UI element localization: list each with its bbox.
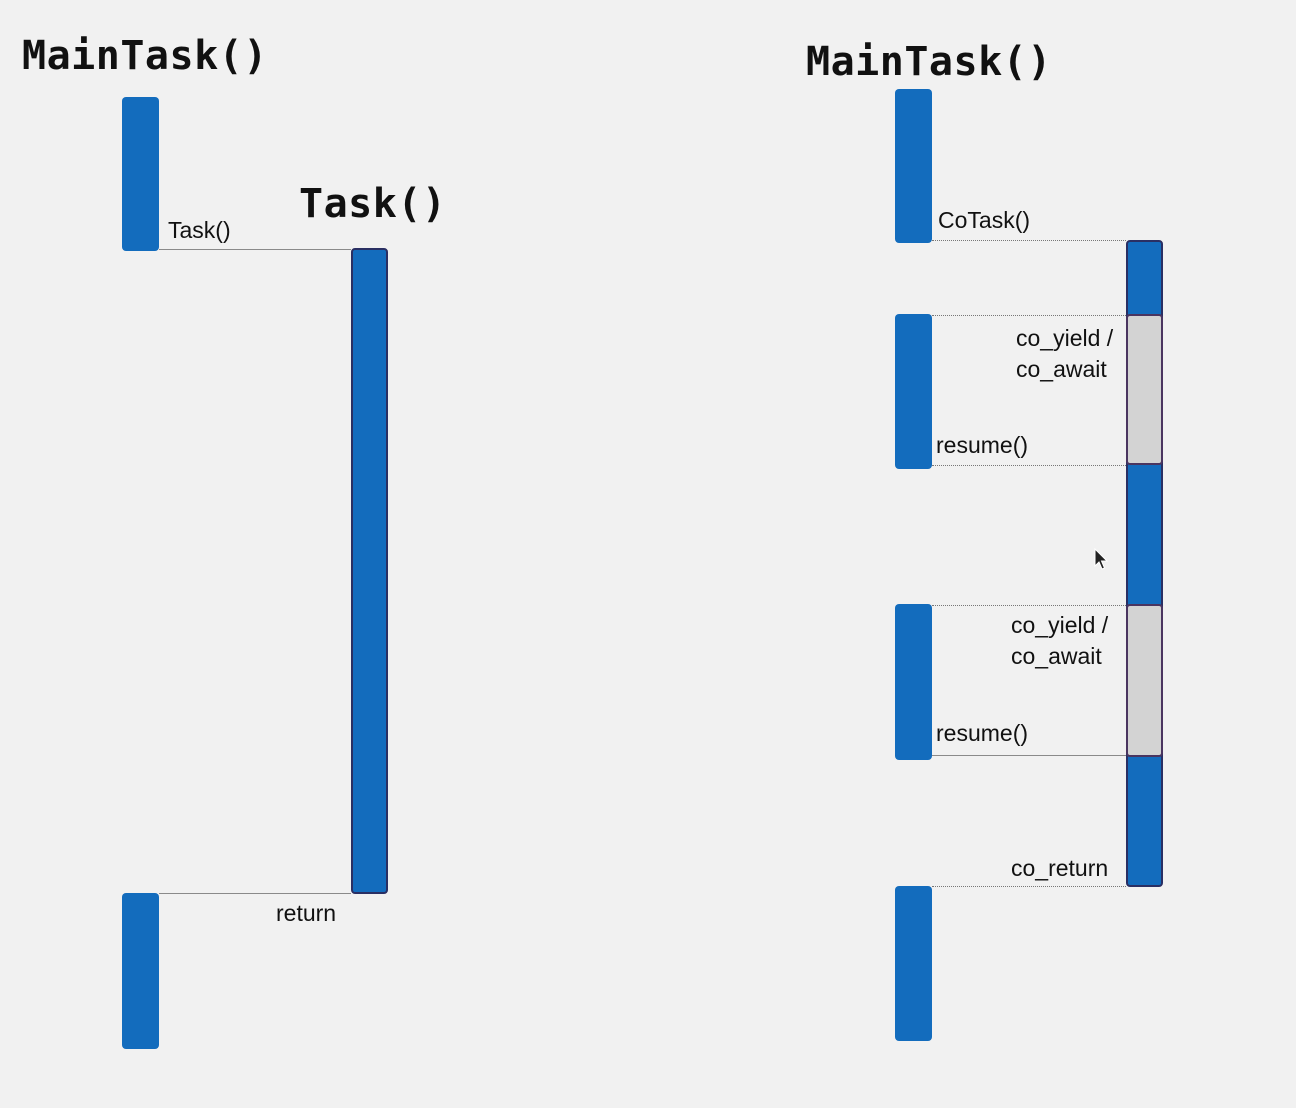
co-return-label: co_return (1011, 855, 1109, 881)
suspend-2-label-line2: co_await (1011, 643, 1102, 669)
cotask-suspended-segment-2 (1126, 604, 1163, 757)
right-maintask-activation-4 (895, 886, 932, 1041)
suspend-2-label: co_yield / co_await (1011, 610, 1108, 672)
resume-1-label: resume() (936, 432, 1029, 458)
co-return-line (932, 886, 1126, 887)
left-maintask-activation-2 (122, 893, 159, 1049)
right-maintask-activation-1 (895, 89, 932, 243)
suspend-1-line (932, 315, 1126, 316)
task-return-line (159, 893, 351, 894)
right-maintask-activation-2 (895, 314, 932, 469)
left-maintask-title: MainTask() (22, 33, 268, 79)
cotask-call-label: CoTask() (938, 207, 1031, 233)
suspend-2-label-line1: co_yield / (1011, 612, 1109, 638)
cotask-suspended-segment-1 (1126, 314, 1163, 465)
resume-2-line (932, 755, 1126, 756)
cotask-call-line (932, 240, 1126, 241)
left-maintask-activation-1 (122, 97, 159, 251)
resume-1-line (932, 465, 1126, 466)
suspend-1-label-line2: co_await (1016, 356, 1107, 382)
right-maintask-activation-3 (895, 604, 932, 760)
suspend-1-label: co_yield / co_await (1016, 323, 1113, 385)
task-call-line (159, 249, 351, 250)
task-call-label: Task() (168, 217, 231, 243)
task-return-label: return (276, 900, 337, 926)
resume-2-label: resume() (936, 720, 1029, 746)
suspend-1-label-line1: co_yield / (1016, 325, 1114, 351)
suspend-2-line (932, 605, 1126, 606)
task-activation (351, 248, 388, 894)
mouse-cursor-icon (1094, 548, 1108, 570)
right-maintask-title: MainTask() (806, 39, 1052, 85)
task-title: Task() (299, 181, 447, 227)
